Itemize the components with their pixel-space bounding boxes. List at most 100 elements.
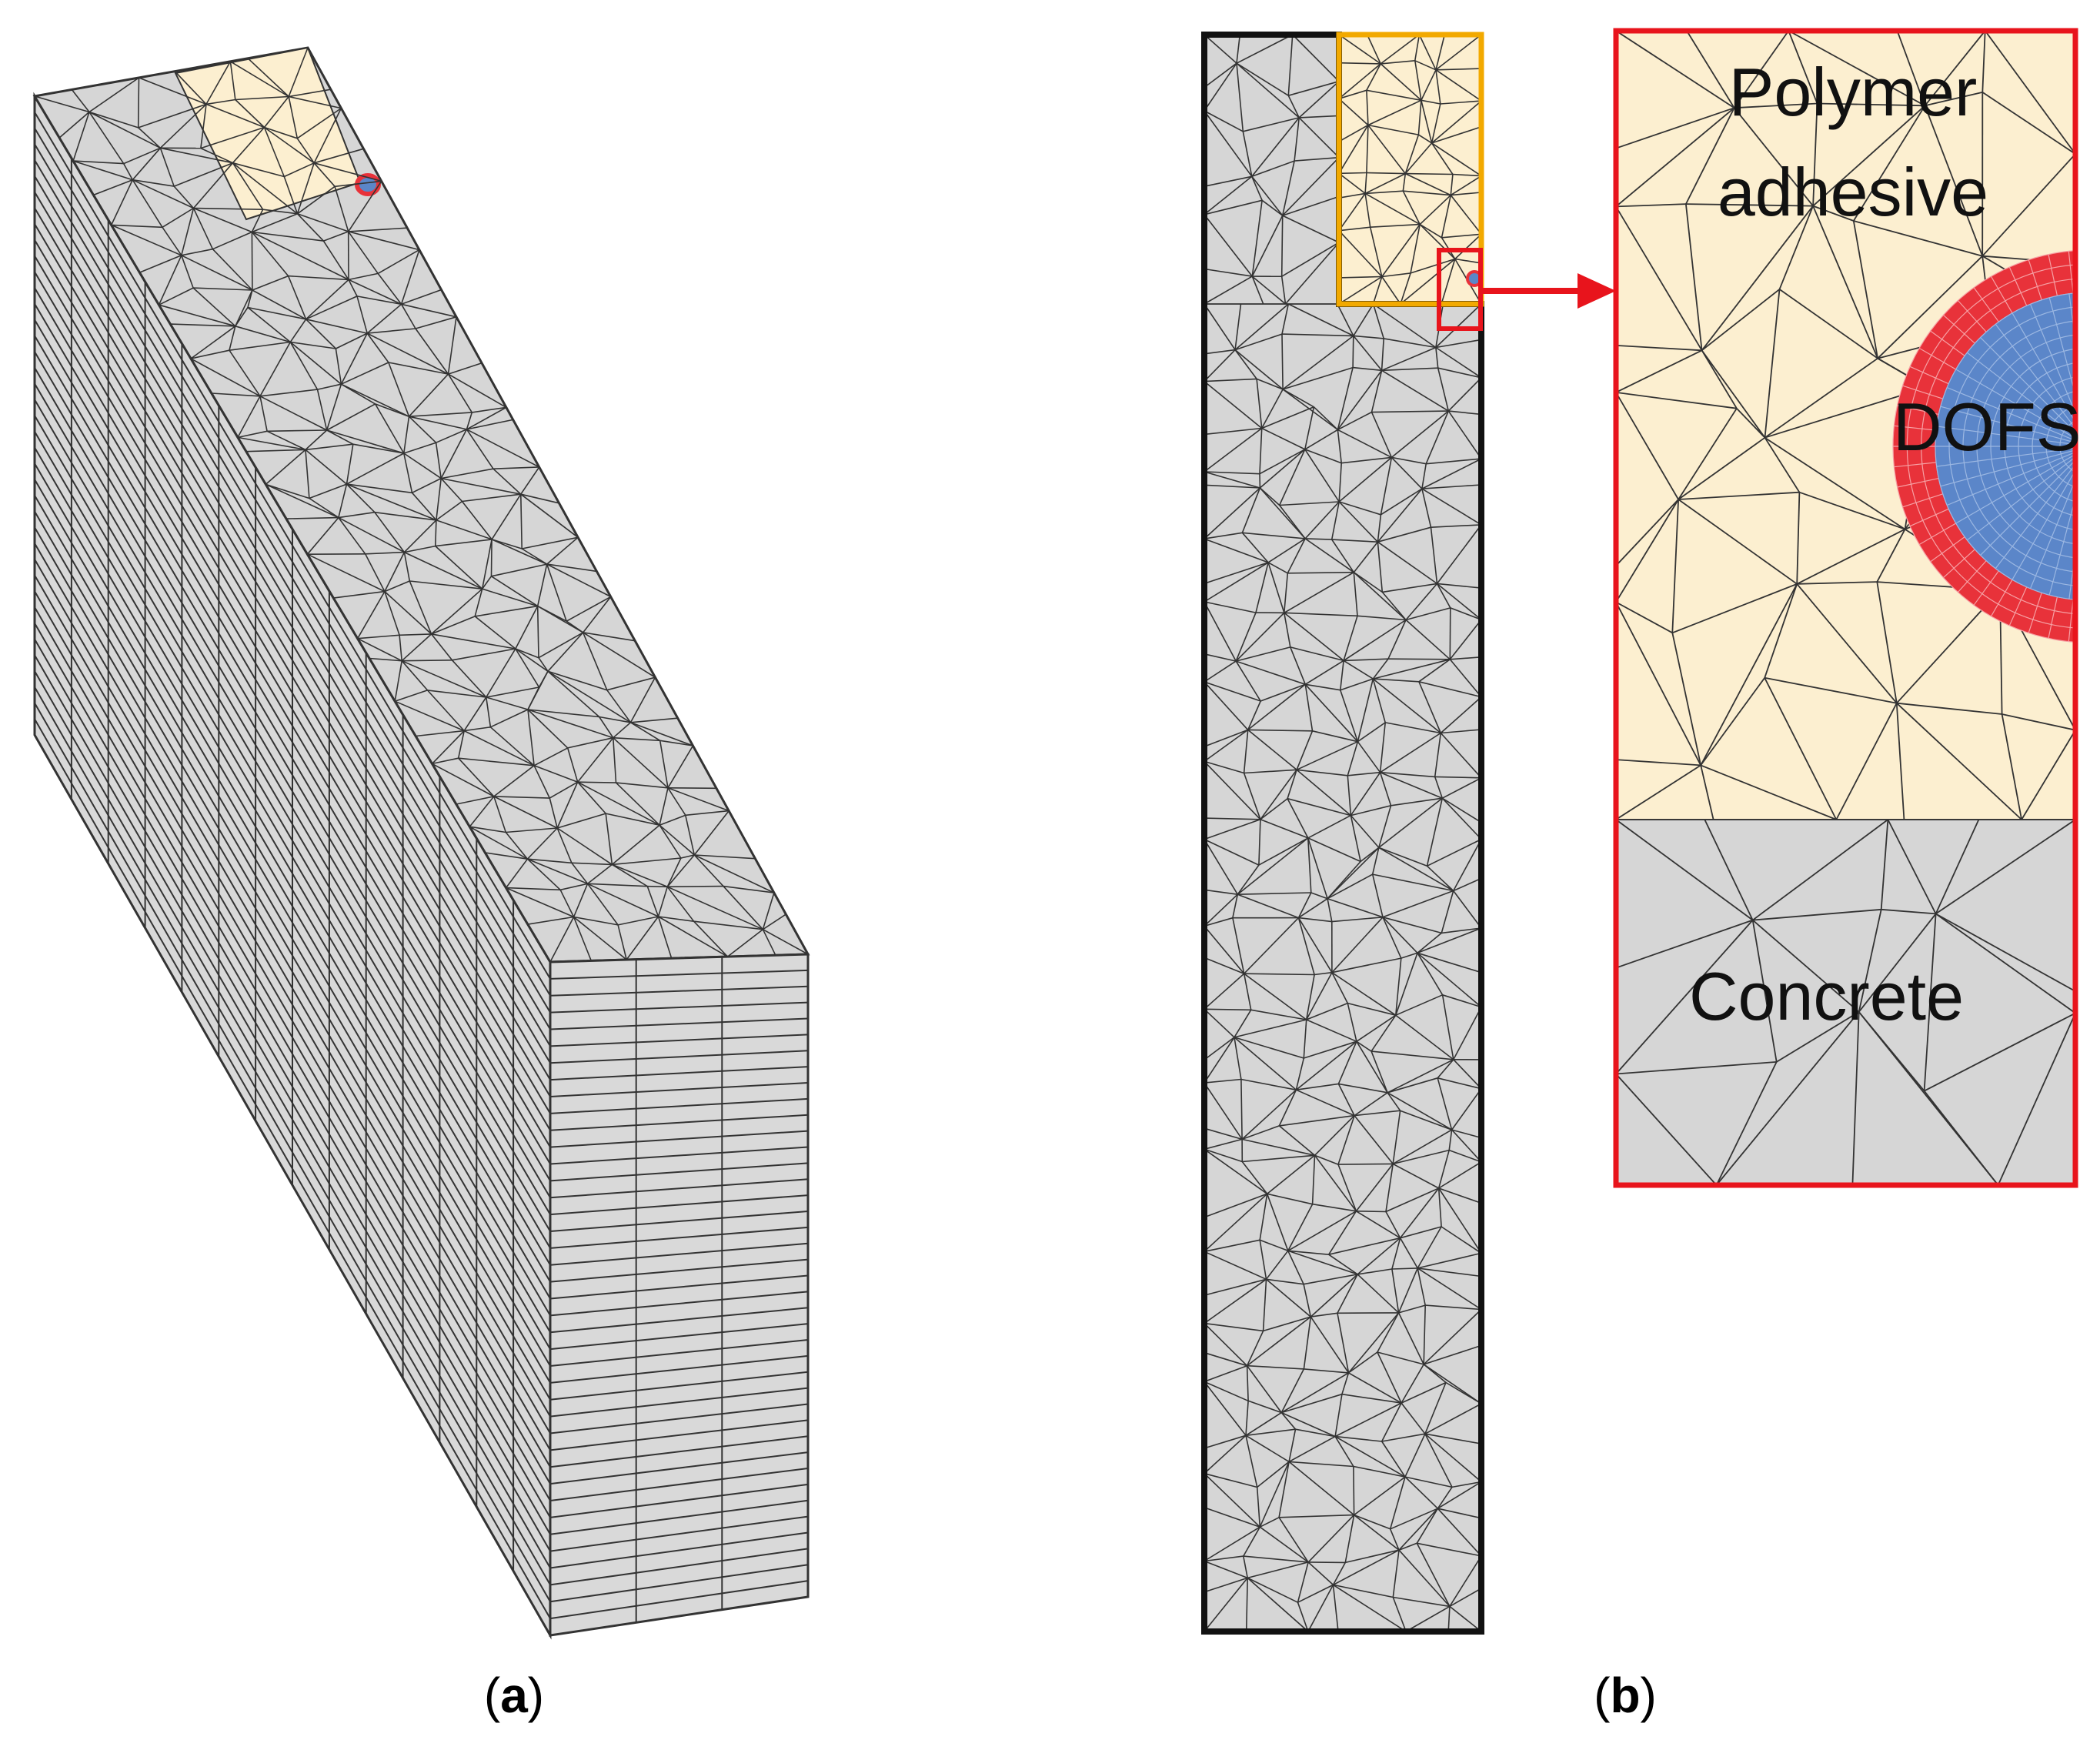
- top-mesh-edge: [341, 362, 389, 385]
- section-mesh-edge: [1382, 890, 1454, 918]
- front-slice-line: [549, 1483, 809, 1518]
- zoom-adhesive-edge: [1701, 349, 1738, 409]
- section-mesh-edge: [1287, 797, 1351, 817]
- top-mesh-edge: [587, 863, 613, 884]
- section-mesh-edge: [1348, 1351, 1378, 1374]
- top-mesh-edge: [448, 373, 507, 409]
- zoom-concrete-edge: [1616, 1061, 1777, 1075]
- zoom-adhesive-edge: [1616, 205, 1703, 351]
- top-mesh-edge: [505, 858, 529, 889]
- top-mesh-edge: [212, 249, 253, 291]
- coating-mesh-edge: [2048, 254, 2058, 296]
- label-dofs: DOFS: [1893, 389, 2081, 465]
- top-mesh-edge: [305, 429, 328, 450]
- side-slice-line: [34, 207, 551, 1080]
- top-mesh-edge: [374, 511, 437, 521]
- core-mesh-edge: [2048, 496, 2075, 596]
- top-mesh-edge: [463, 696, 487, 732]
- top-mesh-edge: [440, 429, 468, 479]
- zoom-adhesive-edge: [1616, 345, 1702, 352]
- adhesive-mesh-edge: [1364, 172, 1367, 194]
- top-mesh-edge: [490, 709, 529, 728]
- top-mesh-edge: [232, 126, 265, 164]
- top-mesh-edge: [305, 449, 310, 499]
- section-mesh-edge: [1284, 612, 1344, 662]
- section-mesh-edge: [1204, 1577, 1248, 1593]
- section-mesh-edge: [1327, 847, 1380, 900]
- top-mesh-edge: [338, 483, 348, 518]
- top-mesh-edge: [520, 493, 579, 538]
- adhesive-mesh-edge: [1369, 227, 1383, 277]
- section-mesh-edge: [1234, 1019, 1307, 1038]
- section-mesh-edge: [1417, 1267, 1482, 1311]
- section-mesh-edge: [1418, 659, 1451, 683]
- section-mesh-edge: [1243, 730, 1249, 773]
- top-mesh-edge: [205, 99, 235, 105]
- zoom-concrete-edge: [1880, 819, 1889, 910]
- section-mesh-edge: [1281, 160, 1295, 216]
- coating-mesh-edge: [1973, 287, 1999, 322]
- section-mesh-edge: [1337, 1115, 1355, 1165]
- top-mesh-edge: [775, 953, 809, 957]
- section-mesh-edge: [1304, 660, 1344, 685]
- top-mesh-edge: [252, 289, 306, 320]
- adhesive-mesh-edge: [1452, 173, 1482, 177]
- zoom-adhesive-edge: [1686, 31, 1735, 109]
- top-mesh-edge: [394, 700, 465, 732]
- core-mesh-edge: [1955, 453, 2075, 524]
- top-mesh-edge: [159, 148, 175, 187]
- section-mesh-edge: [1379, 772, 1392, 807]
- section-mesh-edge: [1289, 1461, 1354, 1468]
- section-mesh-edge: [1304, 406, 1315, 450]
- panel-b-cross-section: [1201, 32, 1616, 1635]
- section-mesh-edge: [1260, 389, 1284, 429]
- section-mesh-edge: [1236, 63, 1244, 132]
- section-mesh-edge: [1356, 1040, 1388, 1094]
- section-mesh-edge: [1287, 798, 1309, 839]
- adhesive-mesh-edge: [1431, 126, 1482, 144]
- top-mesh-edge: [613, 722, 632, 739]
- section-mesh-edge: [1405, 619, 1451, 660]
- top-mesh-edge: [332, 597, 359, 640]
- section-mesh-edge: [1237, 893, 1299, 919]
- top-mesh-edge: [605, 813, 613, 865]
- top-mesh-edge: [549, 917, 575, 963]
- section-mesh-edge: [1258, 837, 1309, 866]
- section-mesh-edge: [1392, 1550, 1400, 1598]
- section-mesh-edge: [1234, 1009, 1252, 1038]
- section-mesh-edge: [1438, 1187, 1482, 1254]
- top-mesh-edge: [512, 419, 540, 468]
- section-mesh-edge: [1204, 1351, 1247, 1367]
- top-mesh-edge: [659, 824, 695, 856]
- section-mesh-edge: [1332, 1585, 1339, 1632]
- section-mesh-edge: [1204, 729, 1248, 747]
- top-mesh-edge: [409, 416, 467, 430]
- section-mesh-edge: [1296, 769, 1351, 817]
- top-mesh-edge: [451, 660, 487, 698]
- section-mesh-edge: [1241, 532, 1269, 563]
- top-mesh-edge: [72, 160, 95, 195]
- top-mesh-edge: [629, 676, 656, 723]
- section-mesh-edge: [1398, 1508, 1438, 1551]
- section-mesh-edge: [1384, 338, 1437, 349]
- zoom-detail-panel: Polymer adhesive DOFS Concrete: [1613, 28, 2081, 1188]
- top-mesh-edge: [139, 77, 207, 105]
- section-mesh-edge: [1356, 1040, 1372, 1052]
- section-mesh-edge: [1437, 1059, 1454, 1079]
- top-mesh-edge: [538, 466, 560, 504]
- top-mesh-edge: [288, 47, 309, 97]
- section-mesh-edge: [1280, 215, 1284, 277]
- top-mesh-edge: [762, 913, 786, 930]
- adhesive-mesh-edge: [1414, 60, 1422, 101]
- top-mesh-edge: [440, 289, 457, 318]
- top-mesh-edge: [235, 95, 289, 101]
- top-mesh-edge: [247, 306, 306, 320]
- top-mesh-edge: [456, 796, 494, 805]
- section-mesh-edge: [1423, 1305, 1426, 1364]
- section-mesh-edge: [1338, 456, 1392, 503]
- section-mesh-edge: [1354, 1115, 1394, 1164]
- top-mesh-edge: [290, 341, 336, 349]
- adhesive-mesh-edge: [1435, 34, 1482, 71]
- section-mesh-edge: [1259, 487, 1306, 539]
- top-mesh-edge: [515, 648, 549, 672]
